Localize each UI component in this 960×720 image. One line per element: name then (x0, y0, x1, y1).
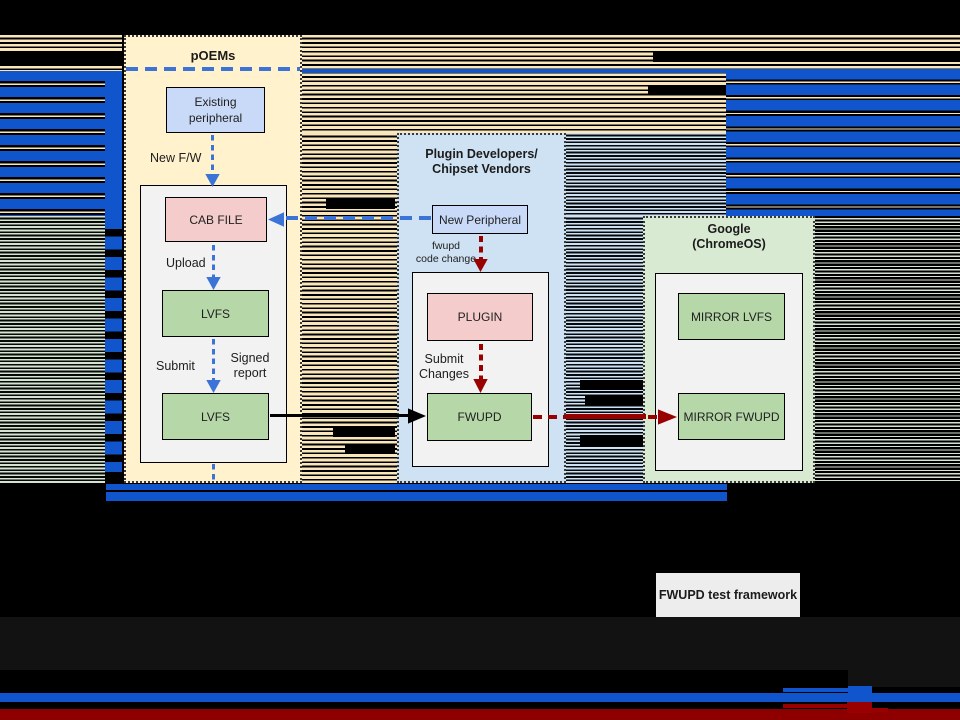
glitch-blue-line-top (300, 69, 726, 73)
lvfs-upload-node: LVFS (162, 290, 269, 337)
plugin-panel-title-line1: Plugin Developers/ (425, 147, 538, 161)
new-peripheral-label: New Peripheral (438, 212, 522, 227)
glitch-blue-block-small (848, 686, 872, 702)
stripe-region-blue-right (726, 69, 960, 216)
new-fw-label: New F/W (150, 151, 202, 165)
arrow-cab-to-lvfs-line (212, 245, 215, 278)
arrow-fwupd-to-mirror-line-dash2 (648, 415, 658, 419)
stripe-region-green-left (0, 216, 105, 483)
redaction-bar (326, 198, 395, 209)
stripe-region-blue-left (0, 71, 105, 216)
google-panel-title-line1: Google (707, 222, 751, 236)
mirror-fwupd-label: MIRROR FWUPD (683, 409, 780, 424)
redaction-bar (345, 444, 395, 454)
stripe-region-tan-mid (300, 69, 726, 133)
redaction-bar (648, 85, 726, 94)
redaction-bar (580, 435, 643, 447)
submit-label: Submit (156, 359, 195, 373)
plugin-label: PLUGIN (457, 310, 503, 324)
glitch-blue-bar-bottom (0, 693, 960, 702)
glitch-red-bar-bottom (0, 709, 960, 720)
poems-panel-title: pOEMs (190, 48, 236, 63)
google-panel-title: Google(ChromeOS) (643, 222, 815, 252)
glitch-dark-band-extension (848, 617, 960, 687)
existing-peripheral-node: Existing peripheral (166, 87, 265, 133)
signed-report-line1: Signed (230, 351, 270, 365)
mirror-lvfs-node: MIRROR LVFS (678, 293, 785, 340)
arrow-lvfs-to-fwupd-line (270, 414, 411, 417)
lvfs-submit-node: LVFS (162, 393, 269, 440)
fwupd-code-change-line2: code change (415, 253, 477, 265)
poems-header-dashed-line (126, 67, 300, 71)
glitch-red-block-small (847, 702, 872, 713)
glitch-blue-bar-upper (106, 484, 727, 490)
arrow-newperiph-to-cab-line (286, 216, 432, 220)
fwupd-test-framework-label: FWUPD test framework (658, 588, 798, 602)
plugin-panel-title: Plugin Developers/Chipset Vendors (397, 147, 566, 177)
fwupd-code-change-line1: fwupd (431, 240, 461, 252)
arrow-newperiph-to-plugin-line (479, 236, 483, 260)
lvfs-submit-label: LVFS (200, 409, 231, 424)
redaction-bar (333, 428, 395, 437)
upload-label: Upload (166, 256, 206, 270)
redaction-bar (580, 380, 643, 390)
cab-file-node: CAB FILE (165, 197, 267, 242)
glitch-red-line-small (783, 704, 847, 708)
plugin-node: PLUGIN (427, 293, 533, 341)
arrow-existing-to-cab-line (211, 135, 214, 175)
lvfs-upload-label: LVFS (200, 306, 231, 321)
fwupd-label: FWUPD (457, 410, 502, 424)
stripe-region-tan-column (300, 133, 397, 483)
cab-file-label: CAB FILE (189, 212, 243, 227)
stripe-region-green-right (813, 216, 960, 481)
glitch-red-line-small-2 (872, 708, 888, 712)
plugin-panel-title-line2: Chipset Vendors (432, 162, 531, 176)
google-panel-title-line2: (ChromeOS) (692, 237, 766, 251)
redaction-bar (585, 395, 643, 405)
mirror-fwupd-node: MIRROR FWUPD (678, 393, 785, 440)
arrow-fwupd-to-mirror-line-dash1 (533, 415, 566, 419)
glitch-blue-column (105, 71, 122, 216)
stripe-region-lightblue-top (566, 133, 726, 216)
glitch-blue-bar-lower (106, 492, 727, 501)
arrow-fwupd-to-mirror-solid-segment (566, 413, 646, 419)
existing-peripheral-label-line2: peripheral (188, 111, 243, 125)
dashed-line-below-poems-container (212, 464, 215, 483)
existing-peripheral-label-line1: Existing (194, 95, 237, 109)
arrow-lvfs-to-lvfs-line (212, 339, 215, 380)
mirror-lvfs-label: MIRROR LVFS (690, 309, 773, 324)
submit-changes-line1: Submit (424, 352, 464, 366)
glitch-dark-band (0, 617, 960, 670)
glitch-black-band-left (0, 51, 122, 66)
submit-changes-line2: Changes (418, 367, 470, 381)
arrow-plugin-to-fwupd-line (479, 344, 483, 380)
glitch-blue-line-small (783, 688, 848, 692)
glitch-blue-column-blocks (105, 216, 122, 472)
signed-report-line2: report (233, 366, 267, 380)
new-peripheral-node: New Peripheral (432, 205, 528, 234)
fwupd-test-framework-node: FWUPD test framework (656, 573, 800, 617)
glitch-black-band-right (653, 52, 960, 62)
fwupd-node: FWUPD (427, 393, 532, 441)
